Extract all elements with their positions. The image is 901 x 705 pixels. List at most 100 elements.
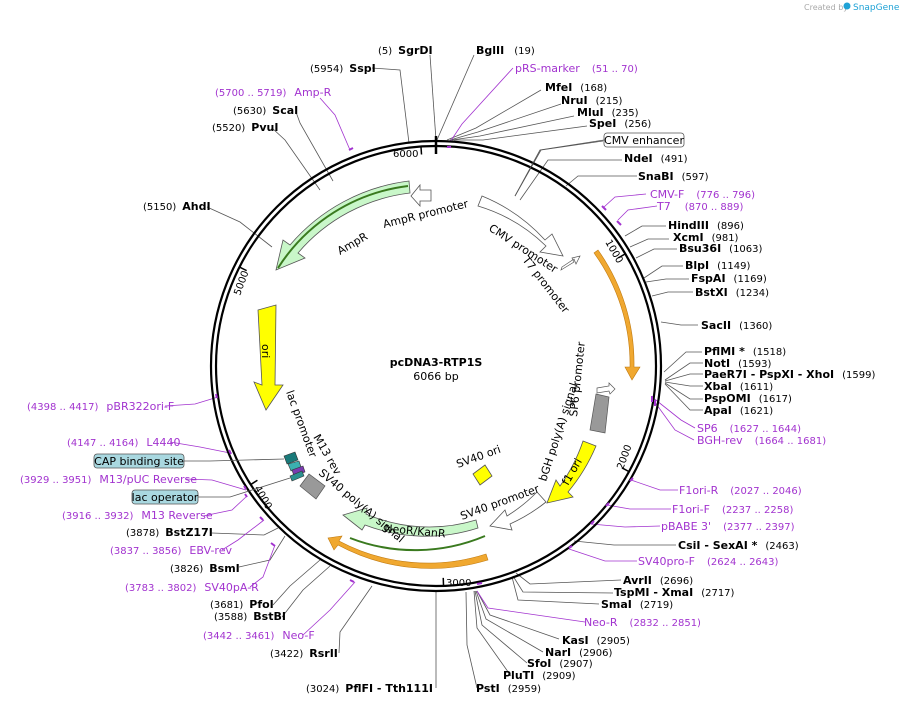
neor-orange-bar: [327, 535, 489, 569]
primer-cmv-f: CMV-F(776 .. 796): [650, 188, 755, 201]
enzyme-smai: SmaI(2719): [601, 598, 673, 611]
enzyme-sgrdi: (5)SgrDI: [378, 44, 433, 57]
cap-binding-site-box: CAP binding site: [93, 453, 185, 469]
primer-ebv-rev: (3837 .. 3856)EBV-rev: [110, 544, 232, 557]
enzyme-nari: NarI(2906): [545, 646, 613, 659]
sv40-ori-feature: [472, 464, 493, 486]
primer-labels: pRS-marker(51 .. 70) CMV-F(776 .. 796) T…: [20, 62, 826, 642]
enzyme-blpi: BlpI(1149): [685, 259, 750, 272]
enzyme-pvui: (5520)PvuI: [212, 121, 278, 134]
primer-l4440: (4147 .. 4164)L4440: [67, 436, 181, 449]
enzyme-labels: (5)SgrDI BglII(19) MfeI(168) NruI(215) M…: [126, 44, 876, 695]
enzyme-scai: (5630)ScaI: [233, 104, 298, 117]
created-by-text: Created by: [804, 3, 848, 12]
sv40-ori-label: SV40 ori: [455, 443, 503, 471]
primer-leader-lines: [164, 67, 696, 636]
enzyme-mlui: MluI(235): [577, 106, 639, 119]
enzyme-psti: PstI(2959): [476, 682, 541, 695]
insert-orf-feature: [593, 249, 641, 381]
snapgene-logo-icon: [843, 2, 851, 10]
enzyme-ndei: NdeI(491): [624, 152, 688, 165]
primer-t7: T7(870 .. 889): [656, 200, 744, 213]
primer-neo-r: Neo-R(2832 .. 2851): [584, 616, 701, 629]
enzyme-paer7i-pspxi-xhoi: PaeR7I - PspXI - XhoI(1599): [704, 368, 876, 381]
enzyme-bstxi: BstXI(1234): [695, 286, 769, 299]
primer-sv40pro-f: SV40pro-F(2624 .. 2643): [638, 555, 779, 568]
ori-feature: [253, 304, 284, 411]
enzyme-rsrii: (3422)RsrII: [270, 647, 338, 660]
enzyme-bstbi: (3588)BstBI: [214, 610, 286, 623]
enzyme-pflmi: PflMI *(1518): [704, 345, 786, 358]
ampr-promoter-label: AmpR promoter: [382, 197, 470, 231]
enzyme-hindiii: HindIII(896): [668, 219, 744, 232]
tick-mark: [250, 479, 258, 486]
tick-label-3000: 3000: [446, 578, 471, 589]
primer-marks: [215, 146, 656, 585]
cap-binding-site-label: CAP binding site: [94, 455, 184, 468]
enzyme-mfei: MfeI(168): [545, 81, 607, 94]
primer-pbabe-3: pBABE 3'(2377 .. 2397): [661, 520, 795, 533]
tick-marks: [239, 136, 630, 586]
enzyme-bstz17i: (3878)BstZ17I: [126, 526, 213, 539]
enzyme-fspai: FspAI(1169): [691, 272, 767, 285]
primer-m13-reverse: (3916 .. 3932)M13 Reverse: [62, 509, 213, 522]
enzyme-bsu36i: Bsu36I(1063): [679, 242, 763, 255]
enzyme-snabi: SnaBI(597): [638, 170, 709, 183]
ampr-promoter-feature: [410, 183, 432, 208]
enzyme-xbai: XbaI(1611): [704, 380, 773, 393]
enzyme-tspmi-xmai: TspMI - XmaI(2717): [614, 586, 735, 599]
tick-mark: [420, 146, 423, 155]
ampr-orf-line: [277, 185, 409, 269]
primer-m13-puc-reverse: (3929 .. 3951)M13/pUC Reverse: [20, 473, 197, 486]
primer-pbr322ori-f: (4398 .. 4417)pBR322ori-F: [27, 400, 174, 413]
enzyme-xcmi: XcmI(981): [673, 231, 739, 244]
bgh-polya-feature: [589, 393, 610, 434]
enzyme-kasi: KasI(2905): [562, 634, 630, 647]
enzyme-pflfi-tth111i: (3024)PflFI - Tth111I: [306, 682, 433, 695]
cmv-enhancer-box: CMV enhancer: [603, 132, 684, 148]
cmv-enhancer-label: CMV enhancer: [604, 134, 684, 147]
enzyme-spei: SpeI(256): [589, 117, 651, 130]
sv40-polya-feature: [299, 473, 326, 500]
primer-amp-r: (5700 .. 5719)Amp-R: [215, 86, 332, 99]
enzyme-sacii: SacII(1360): [701, 319, 772, 332]
tick-label-6000: 6000: [393, 149, 418, 160]
primer-sv40pa-r: (3783 .. 3802)SV40pA-R: [125, 581, 259, 594]
cmv-promoter-feature: [477, 195, 564, 257]
primer-bgh-rev: BGH-rev(1664 .. 1681): [697, 434, 826, 447]
enzyme-sfoi: SfoI(2907): [527, 657, 593, 670]
enzyme-sspi: (5954)SspI: [310, 62, 376, 75]
primer-sp6: SP6(1627 .. 1644): [697, 422, 801, 435]
cmv-enhancer-leader: [514, 139, 605, 197]
enzyme-apai: ApaI(1621): [704, 404, 773, 417]
enzyme-pfoi: (3681)PfoI: [210, 598, 274, 611]
ampr-feature: [275, 180, 411, 271]
primer-f1ori-f: F1ori-F(2237 .. 2258): [672, 503, 793, 516]
primer-f1ori-r: F1ori-R(2027 .. 2046): [679, 484, 802, 497]
tick-mark: [239, 266, 248, 272]
enzyme-nrui: NruI(215): [561, 94, 623, 107]
ampr-label: AmpR: [335, 230, 370, 258]
enzyme-leader-lines: [206, 54, 703, 689]
ori-label: ori: [259, 344, 272, 358]
tick-mark: [621, 467, 630, 473]
neor-kanr-label: NeoR/KanR: [384, 522, 447, 540]
sv40-polya-label: SV40 poly(A) signal: [316, 466, 407, 545]
primer-prs-marker: pRS-marker(51 .. 70): [515, 62, 638, 75]
tick-mark: [617, 253, 626, 259]
plasmid-name: pcDNA3-RTP1S: [390, 356, 483, 369]
enzyme-ahdi: (5150)AhdI: [143, 200, 211, 213]
snapgene-brand: SnapGene: [853, 3, 900, 13]
enzyme-pspomi: PspOMI(1617): [704, 392, 792, 405]
enzyme-csii-sexai: CsiI - SexAI *(2463): [678, 539, 799, 552]
cap-binding-site-feature: [283, 451, 299, 465]
enzyme-bsmi: (3826)BsmI: [170, 562, 240, 575]
lac-promoter-label: lac promoter: [283, 389, 319, 460]
sv40-promoter-feature: [489, 491, 547, 531]
neor-kanr-feature: [342, 507, 479, 537]
f1-ori-feature: [546, 440, 597, 504]
plasmid-size: 6066 bp: [413, 370, 458, 383]
lac-operator-label: lac operator: [132, 491, 199, 504]
t7-promoter-feature: [560, 255, 581, 271]
